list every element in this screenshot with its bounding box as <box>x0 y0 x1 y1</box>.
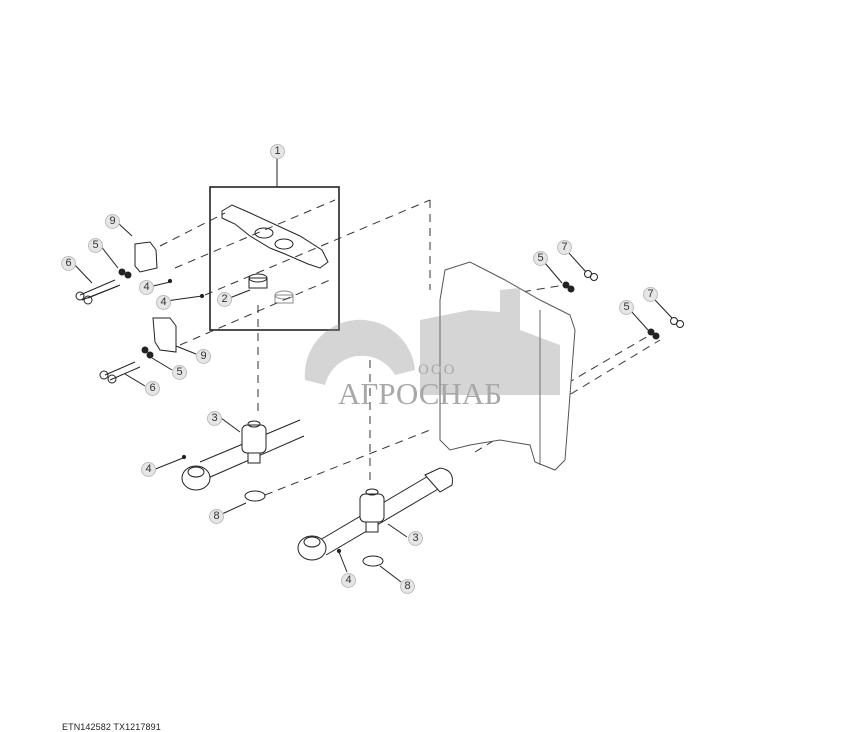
callout-4: 4 <box>141 462 156 477</box>
callout-7: 7 <box>557 240 572 255</box>
callout-1: 1 <box>270 144 285 159</box>
callout-7: 7 <box>643 287 658 302</box>
watermark-logo <box>304 288 560 395</box>
kit-box-1 <box>209 158 340 331</box>
callout-3: 3 <box>207 411 222 426</box>
callout-5: 5 <box>88 238 103 253</box>
callout-6: 6 <box>145 381 160 396</box>
callout-2: 2 <box>217 292 232 307</box>
callout-5: 5 <box>619 300 634 315</box>
housing-part <box>439 261 576 471</box>
callout-4: 4 <box>156 295 171 310</box>
callout-6: 6 <box>61 256 76 271</box>
callout-8: 8 <box>400 579 415 594</box>
bracket-part <box>221 204 329 269</box>
callout-8: 8 <box>209 509 224 524</box>
callout-9: 9 <box>196 349 211 364</box>
callout-9: 9 <box>105 214 120 229</box>
callout-4: 4 <box>341 573 356 588</box>
footer-figure-ids: ETN142582 TX1217891 <box>62 722 161 732</box>
callout-3: 3 <box>408 531 423 546</box>
callout-5: 5 <box>533 251 548 266</box>
watermark-prefix: ООО <box>418 362 457 378</box>
callout-5: 5 <box>172 365 187 380</box>
watermark-company-name: АГРОСНАБ <box>338 376 502 411</box>
callout-4: 4 <box>139 280 154 295</box>
